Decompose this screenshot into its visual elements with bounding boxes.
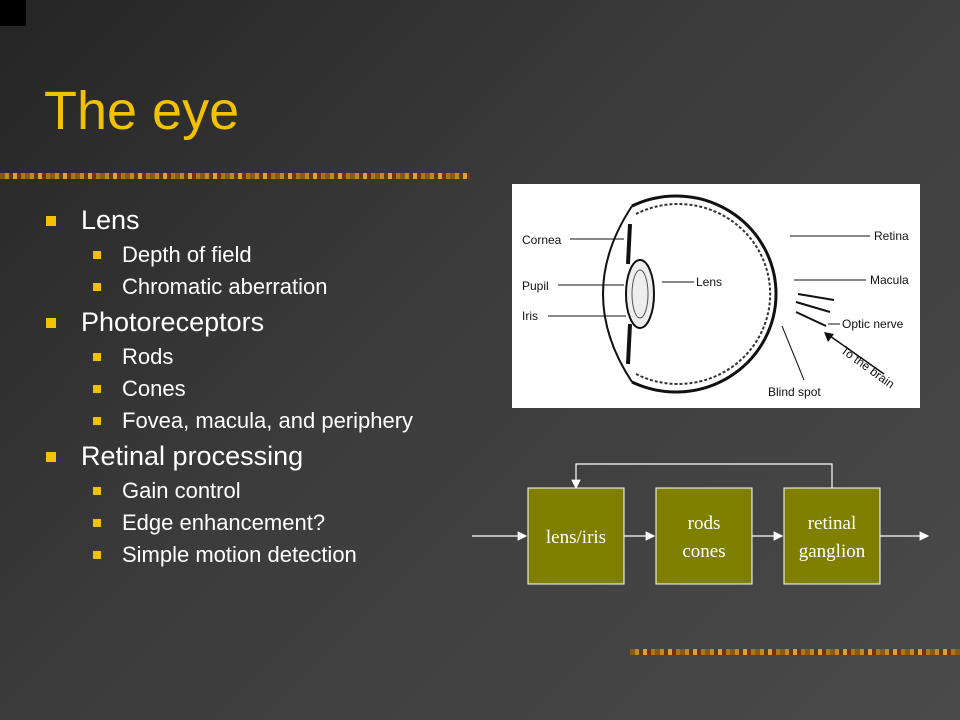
box-lens-iris-label: lens/iris bbox=[546, 527, 606, 548]
eyeball-outer-wall bbox=[631, 194, 778, 394]
box-rods-cones bbox=[655, 487, 753, 585]
sub-bullet-depth-of-field: Depth of field bbox=[93, 242, 466, 268]
box-retinal-label: retinal bbox=[808, 513, 857, 534]
label-optic-nerve: Optic nerve bbox=[842, 317, 904, 331]
lens-shape bbox=[625, 259, 655, 329]
eye-diagram-drawing: Cornea Pupil Iris Lens Retina Macula Opt… bbox=[522, 194, 909, 399]
bullet-list: Lens Depth of field Chromatic aberration… bbox=[46, 204, 466, 568]
sub-bullet-edge-enhancement: Edge enhancement? bbox=[93, 510, 466, 536]
sub-bullet-motion-detection: Simple motion detection bbox=[93, 542, 466, 568]
brain-direction-line bbox=[829, 335, 885, 375]
lens-inner-shape bbox=[631, 269, 649, 319]
box-cones-label: cones bbox=[682, 541, 725, 562]
label-blind-spot: Blind spot bbox=[768, 385, 821, 399]
label-cornea: Cornea bbox=[522, 233, 562, 247]
block-diagram-drawing: lens/iris rods cones retinal ganglion bbox=[472, 463, 930, 585]
box-retinal-ganglion bbox=[783, 487, 881, 585]
corner-block bbox=[0, 0, 26, 26]
bullet-lens: Lens bbox=[46, 204, 466, 236]
bottom-divider bbox=[630, 649, 960, 655]
cornea-shape bbox=[602, 205, 633, 383]
box-rods-label: rods bbox=[688, 513, 721, 534]
label-iris: Iris bbox=[522, 309, 538, 323]
label-retina: Retina bbox=[874, 229, 909, 243]
iris-shape bbox=[626, 223, 632, 365]
label-macula: Macula bbox=[870, 273, 909, 287]
label-to-the-brain: To the brain bbox=[838, 343, 897, 391]
sub-bullet-gain-control: Gain control bbox=[93, 478, 466, 504]
optic-nerve-shape bbox=[795, 293, 835, 327]
sub-bullet-chromatic-aberration: Chromatic aberration bbox=[93, 274, 466, 300]
label-lens: Lens bbox=[696, 275, 722, 289]
brain-direction-arrowhead bbox=[824, 332, 834, 342]
eye-diagram: Cornea Pupil Iris Lens Retina Macula Opt… bbox=[512, 184, 920, 408]
sub-bullet-rods: Rods bbox=[93, 344, 466, 370]
retina-layer bbox=[635, 203, 772, 385]
slide-title: The eye bbox=[44, 81, 240, 141]
box-ganglion-label: ganglion bbox=[799, 541, 866, 562]
processing-block-diagram: lens/iris rods cones retinal ganglion bbox=[470, 460, 940, 600]
box-lens-iris bbox=[527, 487, 625, 585]
bullet-retinal-processing: Retinal processing bbox=[46, 440, 466, 472]
blind-spot-leader bbox=[781, 325, 805, 381]
label-pupil: Pupil bbox=[522, 279, 549, 293]
sub-bullet-fovea: Fovea, macula, and periphery bbox=[93, 408, 466, 434]
feedback-arrow bbox=[571, 463, 833, 490]
sub-bullet-cones: Cones bbox=[93, 376, 466, 402]
bullet-photoreceptors: Photoreceptors bbox=[46, 306, 466, 338]
title-divider bbox=[0, 173, 470, 179]
